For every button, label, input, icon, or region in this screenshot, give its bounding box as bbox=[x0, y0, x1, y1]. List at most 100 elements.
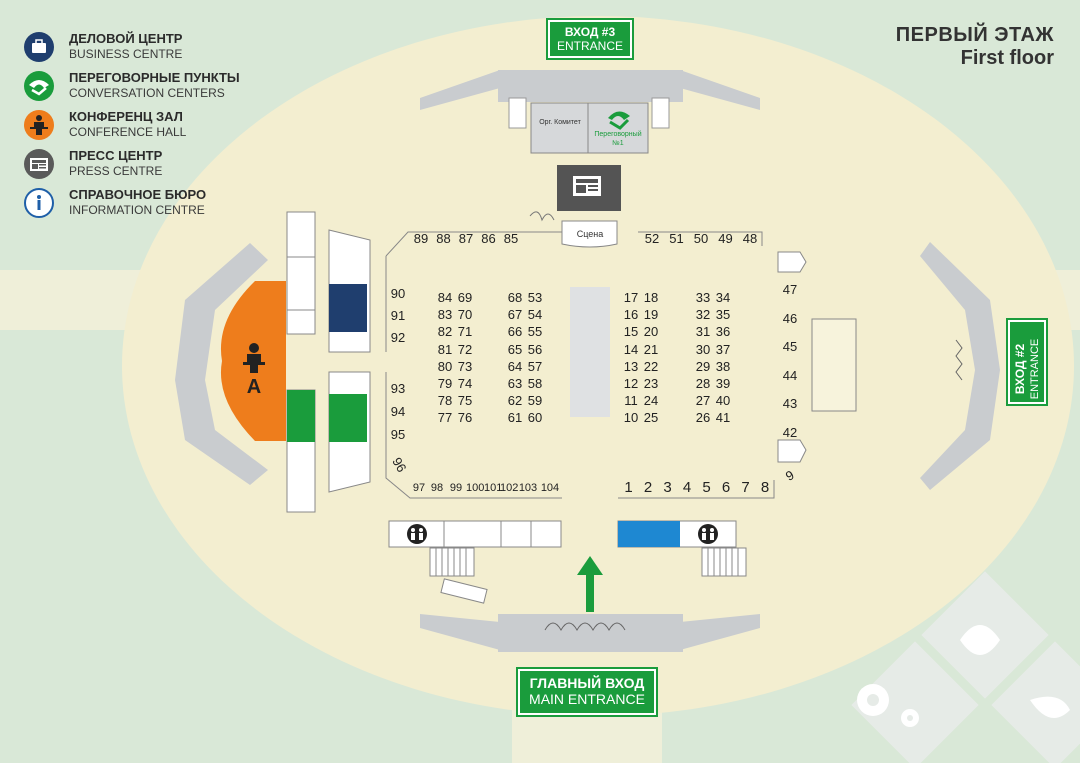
stand-number[interactable]: 81 bbox=[437, 341, 453, 357]
stand-number[interactable]: 3 bbox=[663, 479, 672, 496]
stand-number[interactable]: 11 bbox=[624, 393, 638, 409]
stand-number[interactable]: 90 bbox=[390, 286, 406, 301]
stand-number[interactable]: 34 bbox=[715, 290, 731, 305]
stand-number[interactable]: 56 bbox=[527, 341, 543, 357]
stand-number[interactable]: 1 bbox=[624, 479, 633, 496]
stand-number[interactable]: 48 bbox=[742, 231, 758, 246]
stand-number[interactable]: 67 bbox=[507, 307, 523, 323]
stand-number[interactable]: 42 bbox=[782, 424, 798, 440]
stand-number[interactable]: 80 bbox=[437, 358, 453, 374]
stand-number[interactable]: 86 bbox=[481, 231, 496, 246]
stand-number[interactable]: 39 bbox=[715, 376, 731, 391]
stand-number[interactable]: 12 bbox=[623, 376, 639, 391]
stand-number[interactable]: 95 bbox=[390, 427, 406, 442]
stand-number[interactable]: 89 bbox=[413, 231, 429, 246]
stand-number[interactable]: 29 bbox=[695, 358, 711, 374]
stand-number[interactable]: 46 bbox=[782, 310, 798, 326]
stand-number[interactable]: 100 bbox=[466, 482, 485, 494]
stand-number[interactable]: 23 bbox=[643, 376, 659, 391]
stand-number[interactable]: 35 bbox=[715, 307, 731, 323]
stand-number[interactable]: 28 bbox=[695, 376, 711, 391]
stand-number[interactable]: 47 bbox=[782, 282, 798, 297]
stand-number[interactable]: 16 bbox=[623, 307, 639, 323]
stand-number[interactable]: 70 bbox=[457, 307, 473, 323]
stand-number[interactable]: 19 bbox=[643, 307, 659, 323]
stand-number[interactable]: 82 bbox=[437, 324, 453, 340]
entrance-2-sign[interactable]: ВХОД #2 ENTRANCE bbox=[1006, 318, 1048, 406]
stand-number[interactable]: 36 bbox=[715, 324, 731, 340]
stand-number[interactable]: 2 bbox=[643, 479, 653, 496]
stand-number[interactable]: 71 bbox=[457, 324, 473, 340]
stand-number[interactable]: 13 bbox=[623, 358, 639, 374]
stand-number[interactable]: 63 bbox=[507, 376, 523, 391]
stand-number[interactable]: 44 bbox=[782, 367, 798, 383]
stand-number[interactable]: 54 bbox=[527, 307, 543, 323]
stand-number[interactable]: 20 bbox=[643, 324, 659, 340]
stand-number[interactable]: 8 bbox=[760, 479, 770, 496]
entrance-3-sign[interactable]: ВХОД #3 ENTRANCE bbox=[546, 18, 634, 60]
stand-number[interactable]: 5 bbox=[702, 479, 711, 496]
stand-number[interactable]: 53 bbox=[527, 290, 543, 305]
stand-number[interactable]: 84 bbox=[437, 290, 453, 305]
stand-number[interactable]: 15 bbox=[623, 324, 639, 340]
stand-number[interactable]: 74 bbox=[457, 376, 473, 391]
stand-number[interactable]: 98 bbox=[430, 482, 444, 494]
stand-number[interactable]: 64 bbox=[507, 358, 523, 374]
stand-number[interactable]: 79 bbox=[437, 376, 453, 391]
stand-number[interactable]: 52 bbox=[644, 231, 660, 246]
stand-number[interactable]: 83 bbox=[437, 307, 453, 323]
stand-number[interactable]: 62 bbox=[507, 393, 523, 409]
stand-number[interactable]: 10 bbox=[623, 410, 639, 426]
stand-number[interactable]: 26 bbox=[695, 410, 711, 426]
stand-number[interactable]: 104 bbox=[540, 482, 560, 494]
stand-number[interactable]: 72 bbox=[457, 341, 473, 357]
stand-number[interactable]: 51 bbox=[669, 231, 684, 246]
stand-number[interactable]: 4 bbox=[682, 479, 692, 496]
stand-number[interactable]: 78 bbox=[437, 393, 453, 409]
stand-number[interactable]: 6 bbox=[721, 479, 731, 496]
stand-number[interactable]: 55 bbox=[527, 324, 543, 340]
stand-number[interactable]: 88 bbox=[436, 231, 451, 246]
stand-number[interactable]: 102 bbox=[500, 482, 519, 494]
stand-number[interactable]: 7 bbox=[741, 479, 750, 496]
stand-number[interactable]: 69 bbox=[457, 290, 473, 305]
stand-number[interactable]: 40 bbox=[715, 393, 731, 409]
main-entrance-sign[interactable]: ГЛАВНЫЙ ВХОД MAIN ENTRANCE bbox=[516, 667, 658, 717]
stand-number[interactable]: 37 bbox=[715, 341, 731, 357]
stand-number[interactable]: 59 bbox=[527, 393, 543, 409]
stand-number[interactable]: 31 bbox=[695, 324, 711, 340]
stand-number[interactable]: 38 bbox=[715, 358, 731, 374]
stand-number[interactable]: 49 bbox=[718, 231, 733, 246]
stand-number[interactable]: 68 bbox=[507, 290, 523, 305]
stand-number[interactable]: 93 bbox=[390, 381, 406, 396]
stand-number[interactable]: 41 bbox=[715, 410, 731, 426]
stand-number[interactable]: 32 bbox=[695, 307, 711, 323]
stand-number[interactable]: 101 bbox=[484, 482, 503, 494]
stand-number[interactable]: 85 bbox=[503, 231, 519, 246]
stand-number[interactable]: 103 bbox=[518, 482, 538, 494]
stand-number[interactable]: 57 bbox=[527, 358, 543, 374]
stand-number[interactable]: 77 bbox=[437, 410, 453, 426]
stand-number[interactable]: 30 bbox=[695, 341, 711, 357]
stand-number[interactable]: 25 bbox=[643, 410, 659, 426]
stand-number[interactable]: 99 bbox=[449, 482, 463, 494]
stand-number[interactable]: 22 bbox=[643, 358, 659, 374]
stand-number[interactable]: 58 bbox=[527, 376, 543, 391]
stand-number[interactable]: 27 bbox=[695, 393, 711, 409]
stand-number[interactable]: 33 bbox=[695, 290, 711, 305]
stand-number[interactable]: 65 bbox=[507, 341, 523, 357]
stand-number[interactable]: 66 bbox=[507, 324, 523, 340]
stand-number[interactable]: 45 bbox=[782, 339, 798, 354]
stand-number[interactable]: 76 bbox=[457, 410, 473, 426]
stand-number[interactable]: 21 bbox=[643, 341, 659, 357]
stand-number[interactable]: 18 bbox=[643, 290, 659, 305]
stand-number[interactable]: 50 bbox=[693, 231, 709, 246]
stand-number[interactable]: 75 bbox=[457, 393, 473, 409]
stand-number[interactable]: 94 bbox=[390, 404, 406, 419]
stand-number[interactable]: 43 bbox=[782, 396, 798, 411]
stand-number[interactable]: 14 bbox=[623, 341, 639, 357]
stand-number[interactable]: 17 bbox=[623, 290, 639, 305]
stand-number[interactable]: 61 bbox=[507, 410, 523, 426]
stand-number[interactable]: 92 bbox=[390, 330, 406, 345]
stand-number[interactable]: 97 bbox=[412, 482, 426, 494]
